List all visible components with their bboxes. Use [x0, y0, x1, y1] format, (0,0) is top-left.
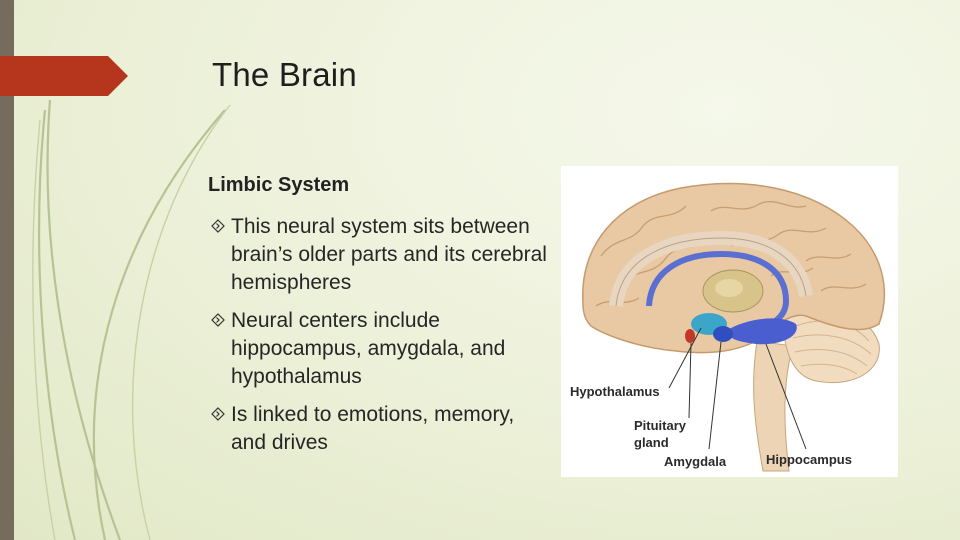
amygdala-region — [713, 326, 733, 342]
bullet-text: Neural centers include hippocampus, amyg… — [231, 309, 506, 388]
label-pituitary-line1: Pituitary — [634, 418, 687, 433]
hippocampus-region — [726, 318, 797, 345]
diamond-arrow-icon — [211, 313, 225, 327]
label-hippocampus: Hippocampus — [766, 452, 852, 467]
bullet-item: Neural centers include hippocampus, amyg… — [208, 307, 548, 391]
slide-content: Limbic System This neural system sits be… — [208, 174, 548, 467]
title-tab-arrow — [0, 56, 128, 96]
brainstem — [753, 340, 794, 472]
bullet-item: Is linked to emotions, memory, and drive… — [208, 401, 548, 457]
diamond-arrow-icon — [211, 407, 225, 421]
bullet-item: This neural system sits between brain’s … — [208, 213, 548, 297]
bullet-text: This neural system sits between brain’s … — [231, 215, 547, 294]
label-pituitary-line2: gland — [634, 435, 669, 450]
label-hypothalamus: Hypothalamus — [570, 384, 660, 399]
left-accent-bar — [0, 0, 14, 540]
bullet-text: Is linked to emotions, memory, and drive… — [231, 403, 515, 454]
brain-diagram: Hypothalamus Pituitary gland Amygdala Hi… — [561, 166, 898, 477]
limbic-ring — [646, 250, 790, 334]
label-amygdala: Amygdala — [664, 454, 727, 469]
subheading: Limbic System — [208, 174, 350, 196]
slide-title: The Brain — [212, 56, 357, 93]
cerebrum — [582, 182, 886, 354]
diamond-arrow-icon — [211, 219, 225, 233]
pituitary-region — [685, 329, 695, 343]
